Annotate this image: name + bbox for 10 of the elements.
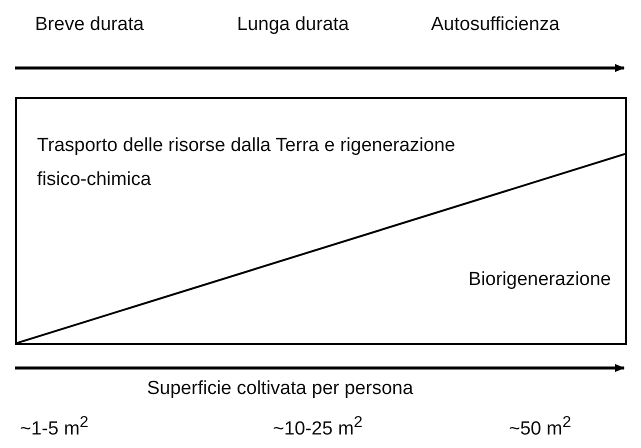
region-label: Trasporto delle risorse dalla Terra e rigenerazione fisico-chimica — [37, 134, 456, 192]
phase-label: Autosufficienza — [431, 14, 560, 36]
area-label: ~50 m$^{2}$ — [509, 414, 572, 440]
split-region-box — [15, 97, 627, 345]
phase-label: Breve durata — [35, 14, 144, 36]
phase-label: Lunga durata — [237, 14, 349, 36]
region-label: Biorigenerazione — [468, 269, 611, 291]
area-label: ~10-25 m$^{2}$ — [273, 414, 363, 440]
area-label: ~1-5 m$^{2}$ — [20, 414, 88, 440]
axis-title: Superficie coltivata per persona — [147, 378, 414, 400]
